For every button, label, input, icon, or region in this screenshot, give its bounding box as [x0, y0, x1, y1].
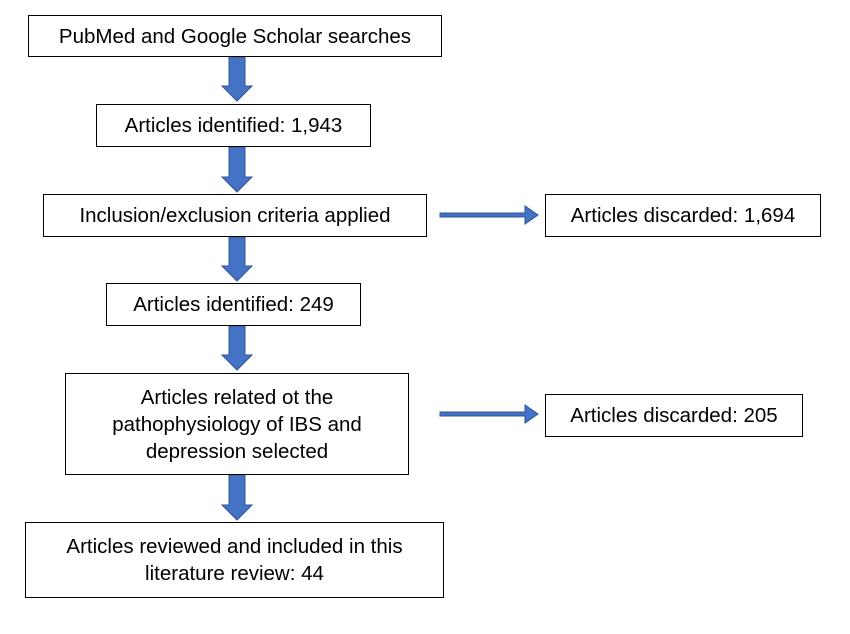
criteria-label: Inclusion/exclusion criteria applied — [79, 204, 391, 227]
included-line-2: literature review: 44 — [145, 562, 324, 585]
related-box: Articles related ot the pathophysiology … — [65, 373, 409, 475]
identified-box-1: Articles identified: 1,943 — [96, 104, 371, 147]
search-label: PubMed and Google Scholar searches — [58, 24, 412, 48]
down-arrow-3 — [220, 236, 254, 282]
right-arrow-2 — [439, 404, 539, 424]
identified-box-2: Articles identified: 249 — [106, 283, 361, 326]
down-arrow-4 — [220, 325, 254, 371]
related-line-3: depression selected — [145, 439, 329, 463]
criteria-box: Inclusion/exclusion criteria applied — [43, 194, 427, 237]
discarded-label-1: Articles discarded: 1,694 — [570, 204, 796, 227]
identified-label-1: Articles identified: 1,943 — [124, 114, 343, 137]
discarded-box-1: Articles discarded: 1,694 — [545, 194, 821, 237]
included-box: Articles reviewed and included in this l… — [25, 522, 444, 598]
right-arrow-1 — [439, 205, 539, 225]
discarded-box-2: Articles discarded: 205 — [545, 394, 803, 437]
down-arrow-5 — [220, 474, 254, 521]
discarded-label-2: Articles discarded: 205 — [570, 404, 778, 427]
included-line-1: Articles reviewed and included in this — [66, 535, 403, 558]
search-box: PubMed and Google Scholar searches — [28, 15, 442, 57]
identified-label-2: Articles identified: 249 — [133, 293, 334, 316]
down-arrow-2 — [220, 146, 254, 193]
related-line-2: pathophysiology of IBS and — [112, 412, 362, 436]
down-arrow-1 — [220, 56, 254, 102]
related-line-1: Articles related ot the — [140, 385, 334, 409]
